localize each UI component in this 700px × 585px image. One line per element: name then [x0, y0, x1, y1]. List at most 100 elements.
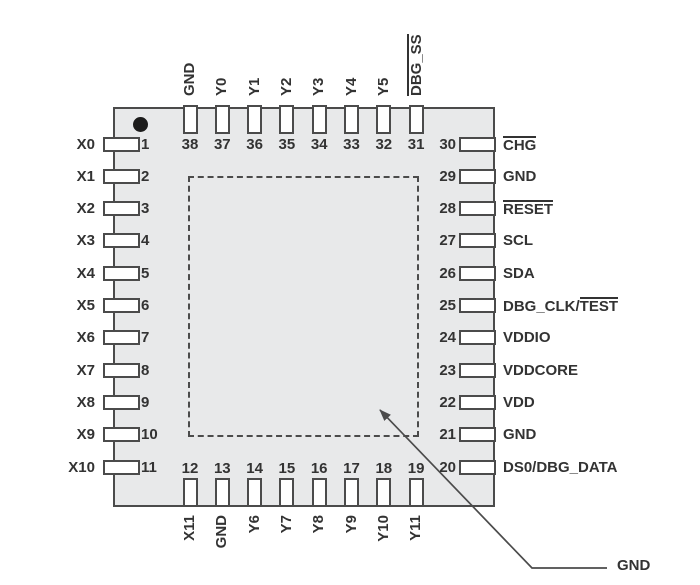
signal-text: GND	[503, 426, 537, 444]
pin-36-number: 36	[246, 136, 263, 153]
signal-text: Y6	[245, 515, 263, 534]
signal-text: GND	[503, 167, 537, 185]
signal-text: X5	[76, 297, 95, 314]
pin-33-pad	[344, 105, 359, 134]
pin-11-pad	[103, 459, 140, 475]
pin-38-pad	[182, 105, 198, 134]
pin-24-label: VDDIO	[503, 329, 551, 346]
pin-20-label: DS0/DBG_DATA	[503, 459, 617, 476]
signal-text: X4	[76, 264, 95, 282]
signal-text: DS0/DBG_DATA	[503, 458, 618, 476]
pin-22-number: 22	[439, 393, 456, 411]
overlined-signal-text: DBG_SS	[407, 34, 426, 96]
pin-4-pad	[103, 233, 140, 249]
pin-12-number: 12	[181, 460, 199, 477]
pin-23-number: 23	[439, 361, 456, 379]
pin-18-number: 18	[375, 460, 393, 477]
signal-text: Y5	[374, 77, 392, 96]
pin-22-pad	[459, 394, 496, 410]
signal-text: SCL	[503, 232, 533, 250]
pin-10-label: X9	[18, 426, 95, 443]
pin-9-label: X8	[18, 394, 95, 411]
pin-10-pad	[103, 427, 140, 443]
pin-14-label: Y6	[246, 515, 263, 533]
signal-text: X7	[76, 361, 95, 379]
pin-9-number: 9	[141, 393, 150, 411]
pin-38-number: 38	[181, 136, 199, 153]
signal-text: X8	[76, 393, 95, 411]
pin-4-number: 4	[141, 232, 150, 250]
exposed-pad-gnd-label: GND	[617, 557, 651, 574]
pin-15-number: 15	[278, 460, 296, 477]
pin-35-label: Y2	[278, 78, 295, 96]
pin-16-number: 16	[310, 460, 328, 477]
pin-13-pad	[214, 478, 230, 507]
pin-37-label: Y0	[213, 78, 230, 96]
signal-text: Y7	[277, 515, 295, 534]
pin-7-number: 7	[141, 329, 150, 347]
pin-18-label: Y10	[375, 515, 392, 542]
pin-2-label: X1	[18, 168, 95, 185]
pin-1-number: 1	[141, 135, 150, 153]
pin-23-pad	[459, 362, 496, 378]
signal-text: VDDIO	[503, 329, 551, 347]
pin-37-number: 37	[213, 136, 231, 153]
pin-18-pad	[376, 478, 392, 507]
pin-6-label: X5	[18, 297, 95, 314]
pin-13-label: GND	[213, 515, 230, 548]
overlined-signal-text: TEST	[579, 297, 619, 315]
pin-20-pad	[459, 459, 496, 475]
pin-34-number: 34	[310, 136, 328, 153]
pin-31-label: DBG_SS	[407, 34, 425, 96]
pin-12-label: X11	[181, 515, 198, 541]
pin-32-label: Y5	[375, 78, 392, 96]
pin-37-pad	[214, 105, 230, 134]
signal-text: Y9	[342, 515, 360, 534]
pin-21-label: GND	[503, 426, 536, 443]
signal-text: Y3	[310, 77, 328, 96]
pin-21-number: 21	[439, 426, 456, 444]
pin-26-number: 26	[439, 264, 456, 282]
pin-28-pad	[459, 201, 496, 217]
pin-8-label: X7	[18, 362, 95, 379]
pin-22-label: VDD	[503, 394, 535, 411]
pin-5-number: 5	[141, 264, 150, 282]
pin-7-label: X6	[18, 329, 95, 346]
pin-17-pad	[344, 478, 359, 507]
pin-29-pad	[459, 168, 496, 184]
signal-text: VDD	[503, 393, 535, 411]
pin-29-number: 29	[439, 167, 456, 185]
pin-28-number: 28	[439, 200, 456, 218]
pin-25-label: DBG_CLK/TEST	[503, 297, 619, 315]
pin-1-pad	[103, 136, 140, 152]
pin-19-pad	[408, 478, 424, 507]
signal-text: X1	[76, 167, 95, 185]
signal-text: Y0	[213, 77, 231, 96]
pin-30-pad	[459, 136, 496, 152]
pin-6-pad	[103, 298, 140, 313]
pin-27-pad	[459, 233, 496, 249]
pin-24-pad	[459, 330, 496, 346]
pin-35-pad	[279, 105, 295, 134]
signal-text: Y10	[374, 515, 392, 542]
pin-11-label: X10	[18, 459, 95, 476]
pin-8-pad	[103, 362, 140, 378]
pin-13-number: 13	[213, 460, 231, 477]
overlined-signal-text: RESET	[503, 200, 554, 219]
pin-2-number: 2	[141, 167, 150, 185]
pin-25-number: 25	[439, 297, 456, 314]
pin-5-pad	[103, 265, 140, 281]
pin-30-label: CHG	[503, 135, 537, 154]
pin-8-number: 8	[141, 361, 150, 379]
signal-text: GND	[181, 62, 198, 96]
pin-24-number: 24	[439, 329, 456, 347]
pin-19-label: Y11	[407, 515, 424, 541]
signal-text: Y1	[245, 77, 263, 96]
signal-text: Y4	[342, 77, 360, 96]
signal-text: X10	[68, 458, 95, 476]
pin-38-label: GND	[181, 63, 198, 96]
pin-1-label: X0	[18, 136, 95, 153]
pin-1-indicator-dot	[133, 117, 148, 132]
pin-3-label: X2	[18, 200, 95, 217]
signal-text: VDDCORE	[503, 361, 579, 379]
